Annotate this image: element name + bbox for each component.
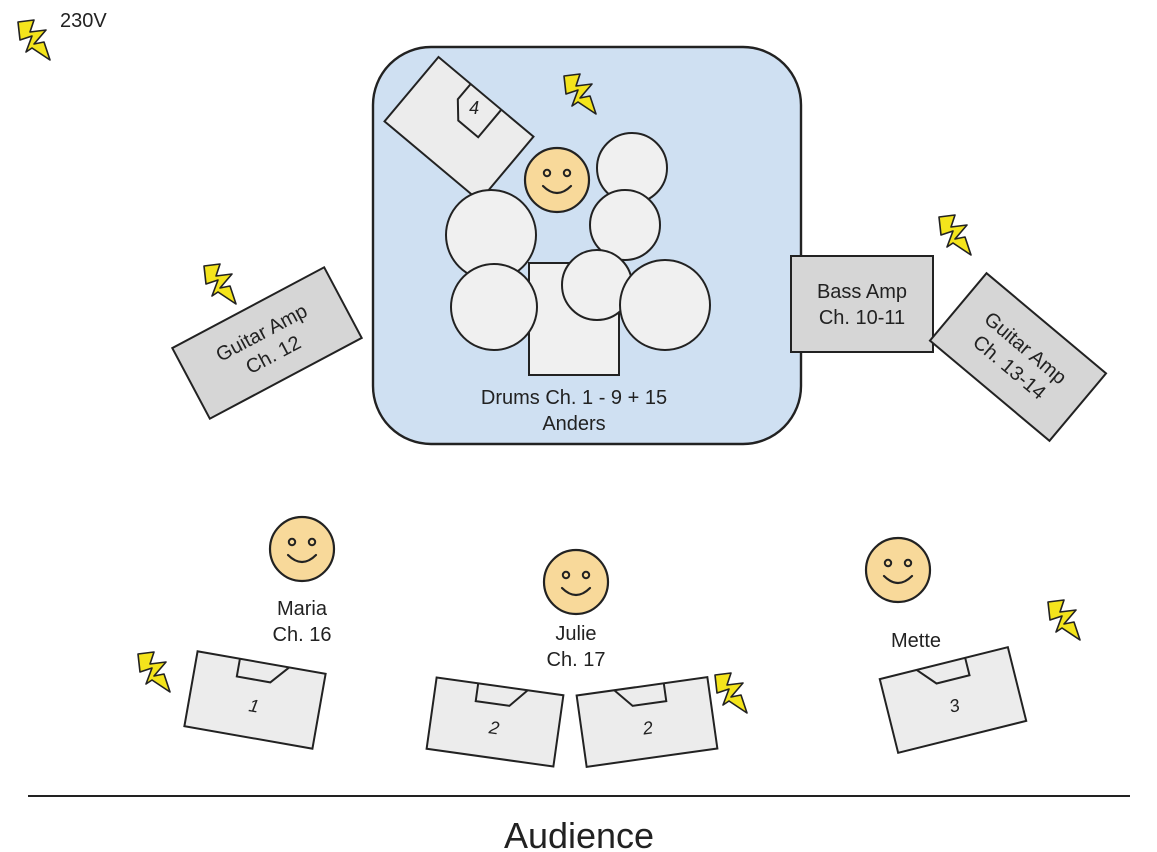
floor-monitor-2b-number: 2	[640, 717, 654, 738]
performer-mette-avatar	[864, 536, 932, 604]
drum-label: Drums Ch. 1 - 9 + 15	[481, 387, 667, 409]
audience-label: Audience	[504, 815, 654, 852]
guitar-amp-left: Guitar Amp Ch. 12	[170, 265, 364, 421]
bass-amp: Bass Amp Ch. 10-11	[790, 255, 934, 353]
floor-monitor-2a: 2	[425, 676, 565, 768]
drummer-avatar	[523, 146, 591, 214]
power-label: 230V	[60, 10, 107, 32]
floor-tom-left	[450, 263, 538, 351]
floor-tom-right	[619, 259, 711, 351]
bass-amp-channel: Ch. 10-11	[819, 307, 905, 329]
bass-amp-label: Bass Amp	[817, 281, 907, 303]
floor-monitor-2b: 2	[575, 676, 719, 768]
drummer-name: Anders	[542, 413, 605, 435]
performer-maria-name: Maria	[277, 598, 328, 620]
floor-monitor-1-number: 1	[247, 695, 260, 716]
floor-monitor-3: 3	[878, 645, 1028, 755]
drum-monitor: 4	[383, 55, 535, 203]
performer-julie-name: Julie	[555, 623, 596, 645]
tom-right	[589, 189, 661, 261]
performer-maria-avatar	[268, 515, 336, 583]
performer-julie-avatar	[542, 548, 610, 616]
power-outlet-icon	[17, 19, 51, 61]
guitar-amp-left-power-icon	[203, 263, 237, 305]
bass-amp-power-icon	[938, 214, 972, 256]
performer-julie-channel: Ch. 17	[547, 649, 606, 671]
drum-monitor-number: 4	[469, 98, 479, 118]
monitor-1-power-icon	[137, 651, 171, 693]
drum-kit	[445, 132, 711, 376]
floor-monitor-2a-number: 2	[487, 717, 501, 738]
floor-monitor-3-number: 3	[947, 695, 962, 717]
performer-mette-name: Mette	[891, 630, 941, 652]
monitor-3-power-icon	[1047, 599, 1081, 641]
performer-maria-channel: Ch. 16	[273, 624, 332, 646]
monitor-2-power-icon	[714, 672, 748, 714]
floor-monitor-1: 1	[183, 650, 327, 750]
guitar-amp-right: Guitar Amp Ch. 13-14	[928, 271, 1108, 443]
